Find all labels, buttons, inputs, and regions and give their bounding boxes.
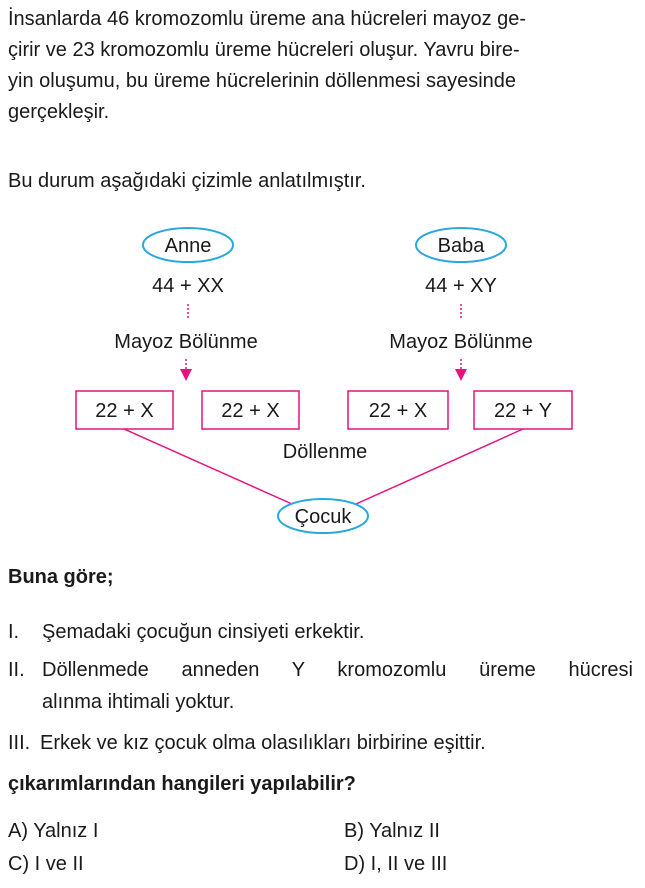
statement-text: Şemadaki çocuğun cinsiyeti erkektir.	[42, 621, 365, 643]
option-text: Yalnız I	[33, 820, 99, 842]
question-prompt: çıkarımlarından hangileri yapılabilir?	[8, 773, 356, 795]
gamete-label-3: 22 + X	[369, 400, 427, 422]
inheritance-diagram: Anne Baba 44 + XX 44 + XY Mayoz Bölünme …	[75, 227, 573, 534]
father-karyotype: 44 + XY	[425, 275, 497, 297]
statement-2: II. Döllenmede anneden Y kromozomlu ürem…	[8, 654, 633, 718]
option-letter: C)	[8, 853, 30, 875]
mother-ellipse	[142, 227, 234, 263]
statement-text: alınma ihtimali yoktur.	[42, 691, 235, 713]
statement-text: Döllenmede anneden Y kromozomlu üreme hü…	[42, 659, 633, 681]
intro-line: çirir ve 23 kromozomlu üreme hücreleri o…	[8, 39, 520, 61]
option-text: Yalnız II	[369, 820, 440, 842]
intro-line: gerçekleşir.	[8, 101, 110, 123]
intro-line: yin oluşumu, bu üreme hücrelerinin dölle…	[8, 70, 517, 92]
child-label: Çocuk	[295, 506, 353, 528]
statement-1: I. Şemadaki çocuğun cinsiyeti erkektir.	[8, 616, 633, 648]
lead-sentence: Bu durum aşağıdaki çizimle anlatılmıştır…	[8, 170, 366, 192]
statement-text: Erkek ve kız çocuk olma olasılıkları bir…	[40, 732, 486, 754]
father-meiosis-label: Mayoz Bölünme	[389, 331, 532, 353]
father-ellipse	[415, 227, 507, 263]
mother-meiosis-label: Mayoz Bölünme	[114, 331, 257, 353]
option-d[interactable]: D) I, II ve III	[344, 853, 447, 876]
gamete-label-4: 22 + Y	[494, 400, 552, 422]
option-b[interactable]: B) Yalnız II	[344, 820, 440, 843]
father-label: Baba	[438, 235, 486, 257]
fertilization-line-left	[123, 428, 293, 505]
gamete-label-2: 22 + X	[221, 400, 279, 422]
question-heading: Buna göre;	[8, 566, 114, 588]
statement-number: III.	[8, 732, 31, 754]
child-ellipse	[277, 498, 369, 534]
mother-label: Anne	[165, 235, 212, 257]
statement-3: III. Erkek ve kız çocuk olma olasılıklar…	[8, 727, 633, 759]
option-a[interactable]: A) Yalnız I	[8, 820, 98, 843]
statement-number: II.	[8, 659, 25, 681]
gamete-box-3	[347, 390, 449, 430]
gamete-label-1: 22 + X	[95, 400, 153, 422]
intro-paragraph: İnsanlarda 46 kromozomlu üreme ana hücre…	[8, 4, 633, 128]
option-text: I ve II	[34, 853, 84, 875]
option-c[interactable]: C) I ve II	[8, 853, 84, 876]
intro-line: İnsanlarda 46 kromozomlu üreme ana hücre…	[8, 8, 527, 30]
mother-karyotype: 44 + XX	[152, 275, 224, 297]
fertilization-label: Döllenme	[283, 441, 367, 463]
fertilization-line-right	[355, 428, 524, 505]
option-letter: A)	[8, 820, 28, 842]
statement-number: I.	[8, 621, 20, 643]
option-letter: B)	[344, 820, 364, 842]
option-text: I, II ve III	[370, 853, 448, 875]
gamete-box-2	[201, 390, 300, 430]
option-letter: D)	[344, 853, 366, 875]
